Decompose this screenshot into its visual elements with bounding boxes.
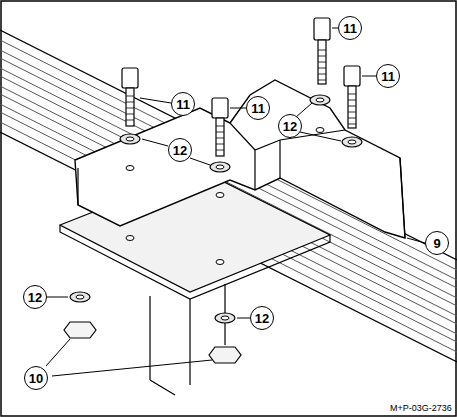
- callout-number: 11: [338, 16, 362, 40]
- callout-number: 12: [23, 285, 47, 309]
- callout-number: 9: [425, 231, 449, 255]
- callout-number: 11: [246, 96, 270, 120]
- callout-number: 12: [168, 138, 192, 162]
- drawing-code: M+P-03G-2736: [390, 403, 452, 413]
- callout-number: 11: [171, 92, 195, 116]
- callout-number: 12: [250, 306, 274, 330]
- callout-number: 12: [278, 114, 302, 138]
- callout-number: 10: [24, 366, 48, 390]
- callout-number: 11: [376, 64, 400, 88]
